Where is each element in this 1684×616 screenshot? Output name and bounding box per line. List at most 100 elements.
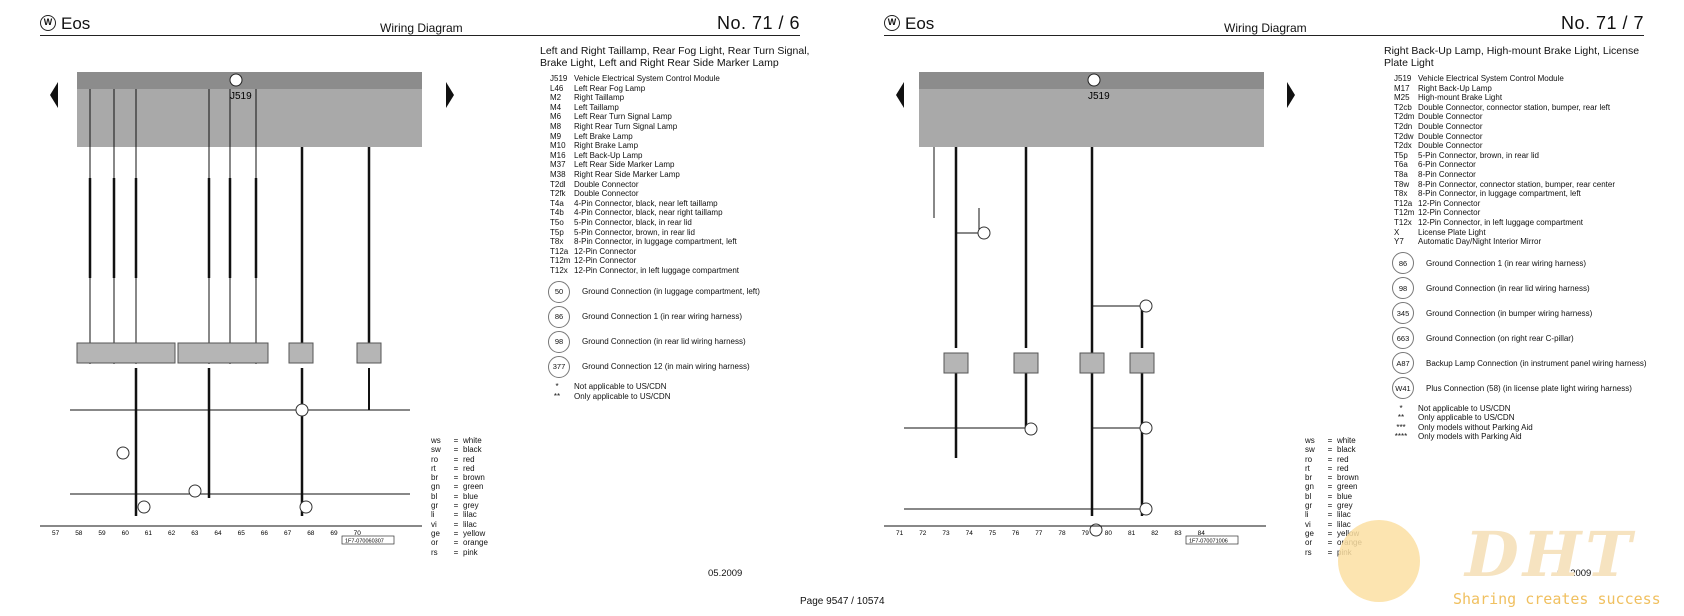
color-name: grey [1337,501,1353,511]
component-description: High-mount Brake Light [1418,93,1503,103]
color-abbreviation: br [431,473,439,483]
ground-description: Ground Connection 12 (in main wiring har… [582,362,750,372]
ground-description: Ground Connection (in bumper wiring harn… [1426,308,1593,318]
equals-sign: = [1327,547,1333,557]
color-abbreviation: bl [431,491,438,501]
previous-page-arrow-icon[interactable] [896,82,904,108]
footnote-row: **Only applicable to US/CDN [1384,413,1664,423]
color-abbreviation: or [1305,538,1313,548]
ruler-number: 70 [354,530,362,537]
component-description: Double Connector [1418,141,1483,151]
legend-panel: Left and Right Taillamp, Rear Fog Light,… [540,45,820,402]
component-code: J519 [550,74,568,83]
component-description: Right Back-Up Lamp [1418,83,1492,93]
component-description: 8-Pin Connector [1418,169,1476,179]
doc-type: Wiring Diagram [380,21,463,35]
component-description: Left Rear Turn Signal Lamp [574,112,672,122]
equals-sign: = [1327,528,1333,538]
diagram-code: 1F7-070060307 [345,539,384,545]
color-name: black [463,445,482,455]
ruler-number: 83 [1174,530,1182,537]
component-row: T6a 6-Pin Connector [1384,160,1664,170]
doc-number: No. 71 / 6 [716,13,800,33]
component-row: T2dl Double Connector [540,180,820,190]
component-description: 12-Pin Connector [574,246,637,256]
component-description: 12-Pin Connector [1418,198,1481,208]
diagram-title: Right Back-Up Lamp, High-mount Brake Lig… [1384,45,1640,69]
component-description: 6-Pin Connector [1418,160,1476,170]
wire-color-row: bl=blue [431,492,488,501]
color-name: lilac [1337,510,1351,520]
diagram-title: Left and Right Taillamp, Rear Fog Light,… [540,45,810,69]
ruler-number: 82 [1151,530,1159,537]
next-page-arrow-icon[interactable] [1287,82,1295,108]
component-code: M25 [1394,93,1410,103]
component-description: Double Connector [574,179,639,189]
next-page-arrow-icon[interactable] [446,82,454,108]
ground-number: 345 [1392,302,1414,325]
wire-color-row: gr=grey [431,501,488,510]
equals-sign: = [1327,454,1333,464]
color-name: green [1337,482,1358,492]
component-code: M17 [1394,83,1410,93]
sheet-right: W Eos Wiring Diagram No. 71 / 7 J519 [884,12,1674,587]
wire-color-row: bl=blue [1305,492,1362,501]
component-code: T2dl [550,179,566,189]
footnote-text: Only models with Parking Aid [1418,432,1522,442]
wiring-schematic-left: J519 [40,72,422,545]
color-abbreviation: vi [1305,519,1311,529]
wire-color-row: ge=yellow [431,529,488,538]
ruler-number: 68 [307,530,315,537]
color-name: red [463,454,475,464]
sheet-left: W Eos Wiring Diagram No. 71 / 6 J519 [40,12,830,587]
component-code: T2dn [1394,121,1413,131]
component-code: T6a [1394,160,1408,170]
color-abbreviation: ro [1305,454,1313,464]
component-code: M4 [550,102,562,112]
equals-sign: = [453,445,459,455]
ground-description: Ground Connection 1 (in rear wiring harn… [1426,258,1587,268]
wire-color-row: rt=red [1305,464,1362,473]
equals-sign: = [453,510,459,520]
color-abbreviation: ge [1305,528,1314,538]
component-code: T2cb [1394,102,1412,112]
ground-number: W41 [1392,377,1414,400]
equals-sign: = [453,538,459,548]
color-name: red [1337,454,1349,464]
wire-color-row: ws=white [1305,436,1362,445]
component-description: 12-Pin Connector, in left luggage compar… [574,265,739,275]
component-code: L46 [550,83,564,93]
component-code: T2dw [1394,131,1414,141]
color-name: lilac [463,510,477,520]
ruler-number: 74 [966,530,974,537]
ruler-number: 76 [1012,530,1020,537]
watermark-brand: DHT [1465,518,1636,591]
wire-color-row: ws=white [431,436,488,445]
component-row: M25 High-mount Brake Light [1384,93,1664,103]
component-code: T5p [1394,150,1408,160]
component-code: T2fk [550,189,566,199]
footnote-symbol: * [1399,403,1403,413]
component-code: M8 [550,121,562,131]
color-abbreviation: gn [431,482,440,492]
wire-color-row: rt=red [431,464,488,473]
previous-page-arrow-icon[interactable] [50,82,58,108]
color-name: white [463,436,482,445]
wire-color-row: gr=grey [1305,501,1362,510]
